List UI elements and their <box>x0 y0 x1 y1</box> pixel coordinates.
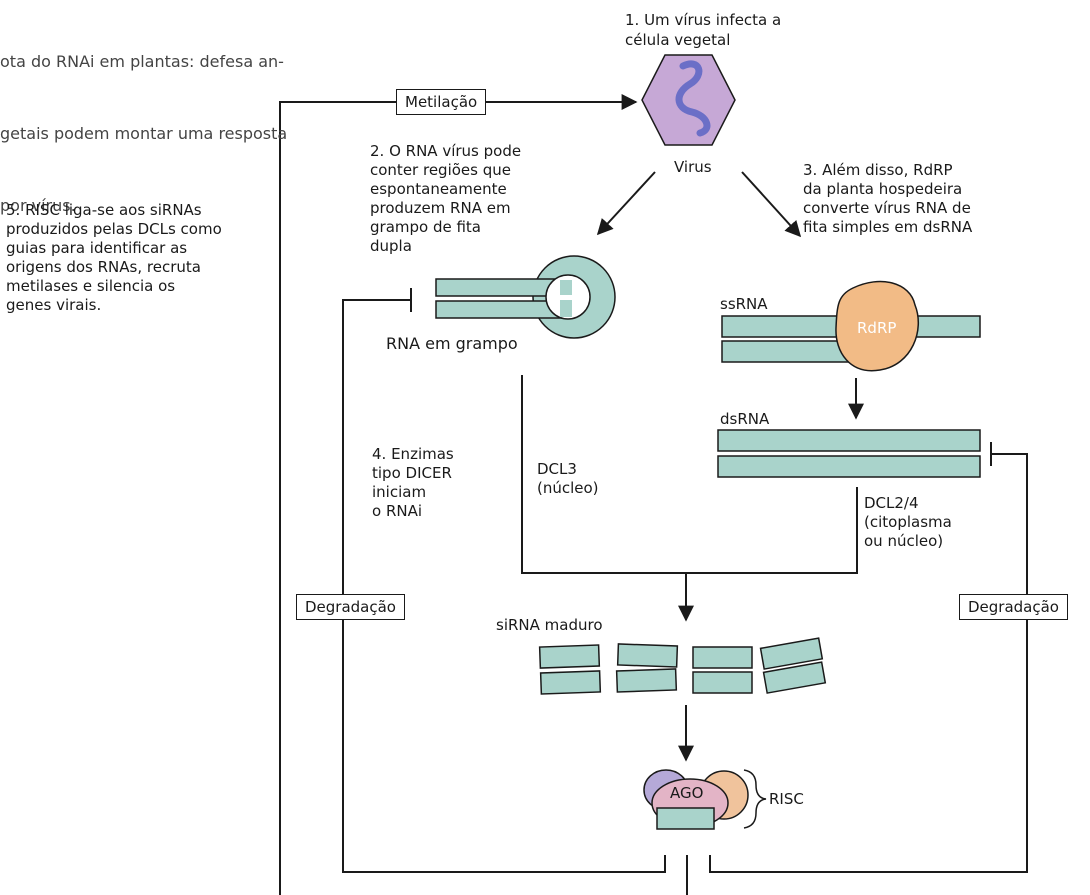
ssrna-label: ssRNA <box>720 295 768 313</box>
ago-label: AGO <box>670 784 704 802</box>
dsrna-strand-top <box>717 429 981 452</box>
step-2-text: 2. O RNA vírus pode conter regiões que e… <box>370 142 522 255</box>
dsrna-label: dsRNA <box>720 410 770 428</box>
risc-complex <box>643 769 749 830</box>
hairpin-rna <box>435 255 616 339</box>
risc-brace <box>743 769 767 829</box>
degradation-right-line <box>709 453 1028 873</box>
degradacao-right-label: Degradação <box>959 594 1068 620</box>
hairpin-label: RNA em grampo <box>386 334 518 353</box>
step-4-text: 4. Enzimas tipo DICER iniciam o RNAi <box>372 445 454 520</box>
virus-hexagon <box>641 54 736 146</box>
sirna-label: siRNA maduro <box>496 616 603 634</box>
step-3-text: 3. Além disso, RdRP da planta hospedeira… <box>803 161 973 236</box>
arrow-virus-to-hairpin <box>596 171 656 236</box>
dcl3-label: DCL3 (núcleo) <box>537 460 599 497</box>
virus-label: Virus <box>674 158 712 176</box>
arrow-virus-to-ssrna <box>741 171 802 238</box>
virus-rna-strand <box>675 60 711 137</box>
methylation-line <box>279 101 600 895</box>
rdrp-label: RdRP <box>857 319 897 337</box>
dcl3-path <box>521 375 858 574</box>
dcl24-label: DCL2/4 (citoplasma ou núcleo) <box>864 494 952 550</box>
rdrp-enzyme <box>835 280 920 372</box>
metilacao-label: Metilação <box>396 89 487 115</box>
step-5-text: 5. RISC liga-se aos siRNAs produzidos pe… <box>6 201 222 314</box>
degradacao-left-label: Degradação <box>296 594 405 620</box>
step-1-text: 1. Um vírus infecta a célula vegetal <box>625 11 782 49</box>
risc-label: RISC <box>769 790 804 808</box>
dsrna-strand-bottom <box>717 455 981 478</box>
sirna-duplexes <box>538 637 827 695</box>
caption-line-2: getais podem montar uma resposta <box>0 124 288 143</box>
caption-line-3: por vírus. <box>0 196 76 215</box>
figure-caption: ota do RNAi em plantas: defesa an- getai… <box>0 2 287 242</box>
degradation-left-line <box>342 299 666 873</box>
caption-line-1: ota do RNAi em plantas: defesa an- <box>0 52 284 71</box>
